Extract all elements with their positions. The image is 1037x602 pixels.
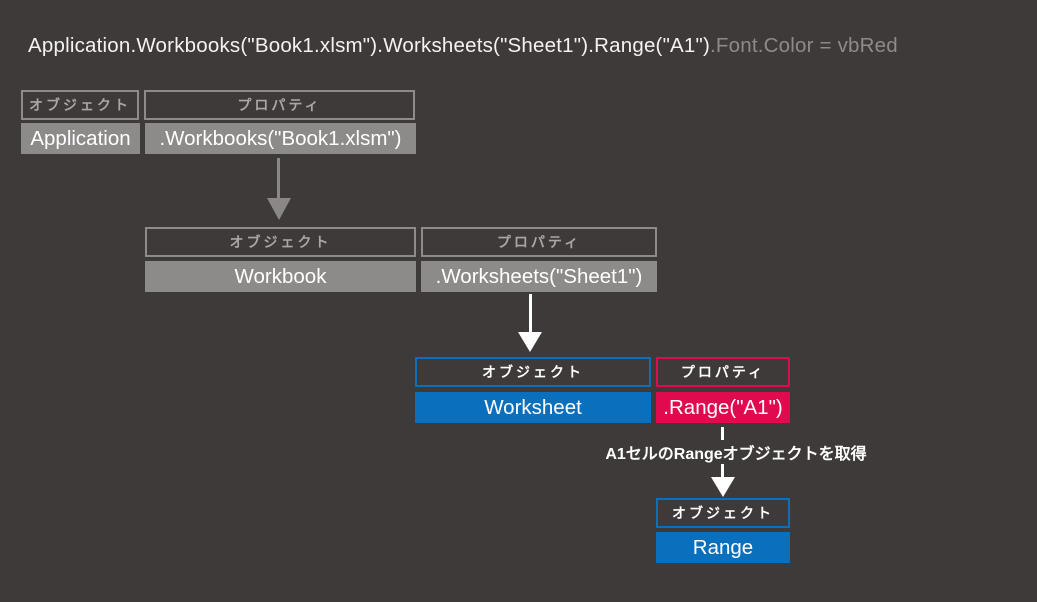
row4-object-label: オブジェクト — [656, 498, 790, 528]
row1-property-label: プロパティ — [144, 90, 415, 120]
row2-object-label: オブジェクト — [145, 227, 416, 257]
vba-code-property-suffix: .Font.Color = vbRed — [710, 34, 898, 57]
row3-property-label: プロパティ — [656, 357, 790, 387]
row3-property-value: .Range("A1") — [656, 392, 790, 423]
row4-object-value: Range — [656, 532, 790, 563]
range-annotation-text: A1セルのRangeオブジェクトを取得 — [605, 446, 867, 463]
vba-code-line: Application.Workbooks("Book1.xlsm").Work… — [28, 34, 898, 58]
row3-object-value: Worksheet — [415, 392, 651, 423]
row1-object-value: Application — [21, 123, 140, 154]
row2-property-value: .Worksheets("Sheet1") — [421, 261, 657, 292]
row1-property-value: .Workbooks("Book1.xlsm") — [145, 123, 416, 154]
row2-object-value: Workbook — [145, 261, 416, 292]
vba-code-object-chain: Application.Workbooks("Book1.xlsm").Work… — [28, 34, 711, 57]
row2-property-label: プロパティ — [421, 227, 657, 257]
row3-object-label: オブジェクト — [415, 357, 651, 387]
row1-object-label: オブジェクト — [21, 90, 139, 120]
